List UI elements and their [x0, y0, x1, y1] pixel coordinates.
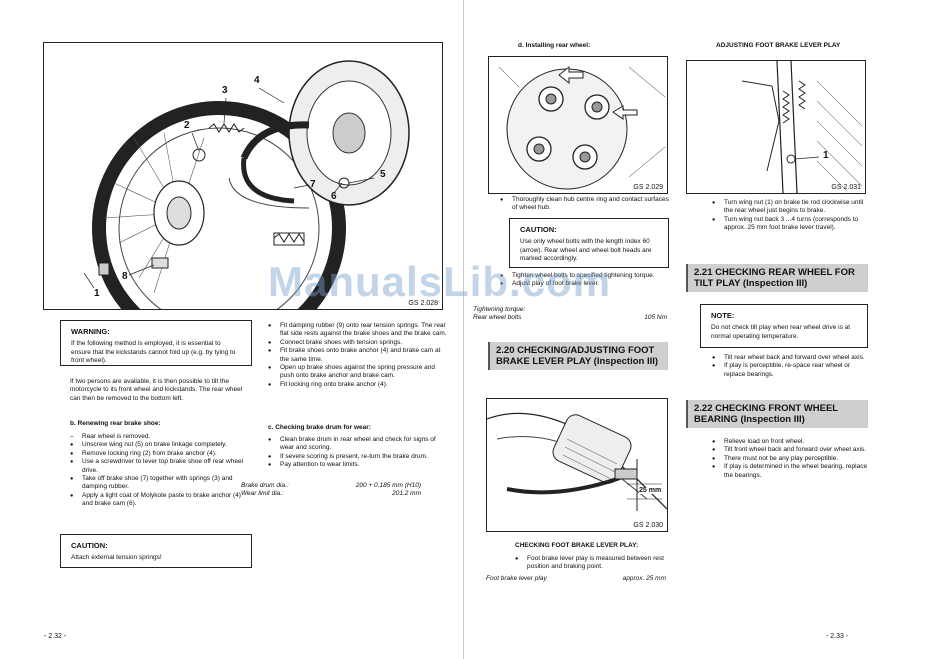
callout-3: 3	[222, 85, 228, 96]
spec-row: Rear wheel bolts 105 Nm	[473, 314, 667, 322]
tilt-list: Tilt rear wheel back and forward over wh…	[712, 354, 868, 379]
list-item: Turn wing nut (1) on brake tie rod clock…	[712, 199, 868, 216]
list-item: If severe scoring is present, re-turn th…	[268, 453, 448, 462]
callout-7: 7	[310, 179, 316, 190]
list-item: Take off brake shoe (7) together with sp…	[70, 475, 252, 492]
spec-row: Brake drum dia.: 200 + 0.185 mm (H10)	[241, 482, 421, 490]
list-item: Apply a light coat of Molykote paste to …	[70, 492, 252, 509]
callout-8: 8	[122, 271, 128, 282]
list-item: Open up brake shoes against the spring p…	[268, 364, 448, 381]
callout-6: 6	[331, 191, 337, 202]
warning-title: WARNING:	[71, 327, 110, 336]
callout-1: 1	[94, 288, 100, 299]
caution-title: CAUTION:	[520, 225, 557, 234]
drum-check-heading: c. Checking brake drum for wear:	[268, 424, 371, 431]
spec-label: Brake drum dia.:	[241, 482, 289, 489]
figure-code: GS 2.029	[633, 184, 663, 191]
note-box: NOTE: Do not check tilt play when rear w…	[700, 304, 868, 348]
figure-code: GS 2.031	[831, 184, 861, 191]
lever-play-spec: Foot brake lever play approx. 25 mm	[486, 575, 666, 583]
list-item: If play is determined in the wheel beari…	[712, 463, 868, 480]
check-lever-list: Foot brake lever play is measured betwee…	[515, 555, 667, 572]
list-item: Foot brake lever play is measured betwee…	[515, 555, 667, 572]
warning-text: If the following method is employed, it …	[71, 340, 236, 364]
wing-nut-drawing	[741, 61, 863, 193]
intro-paragraph: If two persons are available, it is then…	[70, 378, 243, 402]
fitting-list: Fit damping rubber (9) onto rear tension…	[268, 322, 448, 390]
warning-box: WARNING: If the following method is empl…	[60, 320, 252, 366]
callout-1: 1	[823, 150, 829, 161]
list-item: Rear wheel is removed.	[70, 433, 252, 442]
list-item: Tilt rear wheel back and forward over wh…	[712, 354, 868, 363]
list-item: Thoroughly clean hub centre ring and con…	[500, 196, 670, 213]
adjust-heading: ADJUSTING FOOT BRAKE LEVER PLAY	[716, 42, 841, 49]
install-list-2: Tighten wheel bolts to specified tighten…	[500, 272, 670, 289]
list-item: Fit damping rubber (9) onto rear tension…	[268, 322, 448, 339]
list-item: Turn wing nut back 3 ...4 turns (corresp…	[712, 216, 868, 233]
brake-exploded-figure: 1 2 3 4 5 6 7 8 GS 2.028	[43, 42, 443, 310]
caution-text: Attach external tension springs!	[71, 554, 162, 561]
spec-value: 200 + 0.185 mm (H10)	[355, 482, 421, 489]
spec-value: 201.2 mm	[392, 490, 421, 498]
caution-box-bolts: CAUTION: Use only wheel bolts with the l…	[509, 218, 669, 268]
section-2-20: 2.20 CHECKING/ADJUSTING FOOT BRAKE LEVER…	[488, 342, 668, 370]
front-bearing-list: Relieve load on front wheel. Tilt front …	[712, 438, 868, 480]
list-item: Connect brake shoes with tension springs…	[268, 339, 448, 348]
check-lever-heading: CHECKING FOOT BRAKE LEVER PLAY:	[515, 542, 639, 549]
spec-label: Rear wheel bolts	[473, 314, 522, 322]
install-list: Thoroughly clean hub centre ring and con…	[500, 196, 670, 213]
list-item: Clean brake drum in rear wheel and check…	[268, 436, 448, 453]
spec-label: Foot brake lever play	[486, 575, 547, 582]
list-item: There must not be any play perceptible.	[712, 455, 868, 464]
note-title: NOTE:	[711, 311, 735, 320]
list-item: Relieve load on front wheel.	[712, 438, 868, 447]
spec-row: Wear limit dia.: 201.2 mm	[241, 490, 421, 498]
note-text: Do not check tilt play when rear wheel d…	[711, 324, 851, 340]
spec-label: Wear limit dia.:	[241, 490, 284, 498]
list-item: Tighten wheel bolts to specified tighten…	[500, 272, 670, 281]
list-item: Fit locking ring onto brake anchor (4).	[268, 381, 448, 390]
install-heading: d. Installing rear wheel:	[518, 42, 591, 49]
watermark: ManualsLib.com	[268, 258, 612, 305]
list-item: Pay attention to wear limits.	[268, 461, 448, 470]
figure-code: GS 2.028	[408, 300, 438, 307]
torque-label: Tightening torque:	[473, 306, 526, 313]
list-item: Unscrew wing nut (5) on brake linkage co…	[70, 441, 252, 450]
renew-list: Rear wheel is removed. Unscrew wing nut …	[70, 433, 252, 509]
page-number-right: - 2.33 -	[826, 633, 849, 640]
list-item: Remove locking ring (2) from brake ancho…	[70, 450, 252, 459]
list-item: Fit brake shoes onto brake anchor (4) an…	[268, 347, 448, 364]
brake-lever-figure: 25 mm GS 2.030	[486, 398, 668, 532]
wheel-bolts-figure: GS 2.029	[488, 56, 668, 194]
torque-spec: Tightening torque: Rear wheel bolts 105 N…	[473, 306, 667, 323]
caution-text: Use only wheel bolts with the length ind…	[520, 238, 652, 262]
list-item: Tilt front wheel back and forward over w…	[712, 446, 868, 455]
renew-heading: b. Renewing rear brake shoe:	[70, 420, 161, 427]
dimension-label: 25 mm	[639, 487, 662, 494]
page-fold	[463, 0, 464, 659]
drum-check-list: Clean brake drum in rear wheel and check…	[268, 436, 448, 470]
caution-box: CAUTION: Attach external tension springs…	[60, 534, 252, 568]
page-number-left: - 2.32 -	[44, 633, 67, 640]
spec-value: approx. 25 mm	[622, 575, 666, 582]
section-2-22: 2.22 CHECKING FRONT WHEEL BEARING (Inspe…	[686, 400, 868, 428]
spec-value: 105 Nm	[644, 314, 667, 322]
spec-row: Foot brake lever play approx. 25 mm	[486, 575, 666, 583]
callout-4: 4	[254, 75, 260, 86]
list-item: Adjust play of foot brake lever.	[500, 280, 670, 289]
section-2-21: 2.21 CHECKING REAR WHEEL FOR TILT PLAY (…	[686, 264, 868, 292]
callout-5: 5	[380, 169, 386, 180]
list-item: If play is perceptible, re-space rear wh…	[712, 362, 868, 379]
adjust-list: Turn wing nut (1) on brake tie rod clock…	[712, 199, 868, 233]
wing-nut-figure: 1 GS 2.031	[686, 60, 866, 194]
list-item: Use a screwdriver to lever top brake sho…	[70, 458, 252, 475]
drum-specs: Brake drum dia.: 200 + 0.185 mm (H10) Wea…	[241, 482, 421, 499]
caution-title: CAUTION:	[71, 541, 108, 550]
callout-2: 2	[184, 120, 190, 131]
wheel-bolts-drawing	[498, 65, 666, 190]
brake-lever-drawing	[487, 412, 667, 511]
figure-code: GS 2.030	[633, 522, 663, 529]
brake-exploded-drawing	[83, 60, 410, 309]
